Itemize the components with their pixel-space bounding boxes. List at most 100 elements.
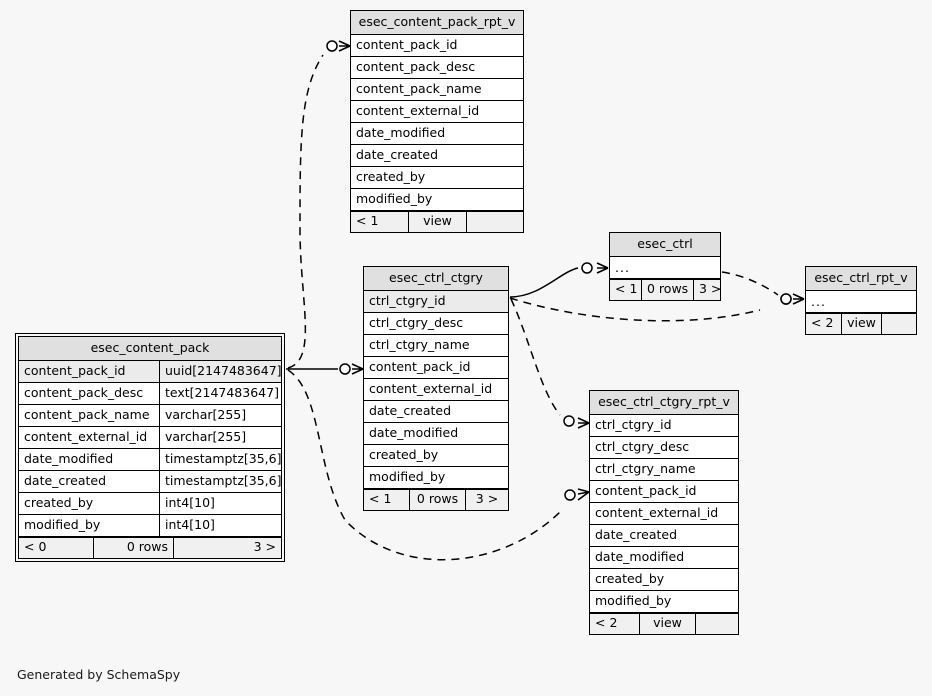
table-title: esec_ctrl_rpt_v	[806, 267, 916, 291]
column-type: text[2147483647]	[159, 382, 284, 404]
edge-content-pack-to-content-pack-rpt-v	[287, 40, 351, 369]
column-type: uuid[2147483647]	[159, 360, 287, 382]
table-esec-ctrl-ctgry[interactable]: esec_ctrl_ctgry ctrl_ctgry_id ctrl_ctgry…	[363, 266, 509, 511]
table-row: content_external_id	[590, 503, 738, 525]
edge-content-pack-to-ctrl-ctgry	[286, 363, 364, 375]
table-row: modified_by int4[10]	[19, 514, 281, 537]
table-row: created_by	[351, 167, 523, 189]
table-row: content_pack_name	[351, 79, 523, 101]
table-esec-ctrl-rpt-v[interactable]: esec_ctrl_rpt_v ... < 2 view	[805, 266, 917, 335]
table-esec-ctrl-ctgry-rpt-v[interactable]: esec_ctrl_ctgry_rpt_v ctrl_ctgry_id ctrl…	[589, 390, 739, 635]
table-row-primary-key: ctrl_ctgry_id	[364, 290, 508, 313]
table-footer: < 2 view	[590, 612, 738, 634]
table-row: content_pack_id	[351, 35, 523, 57]
column-name: date_modified	[595, 548, 685, 564]
column-name: ctrl_ctgry_name	[369, 336, 470, 352]
table-row: date_created	[351, 145, 523, 167]
column-name: date_created	[356, 146, 439, 162]
table-footer: < 1 view	[351, 210, 523, 232]
column-name: content_external_id	[595, 504, 719, 520]
footer-child-count[interactable]	[467, 212, 523, 232]
column-name: content_pack_desc	[24, 384, 144, 400]
column-type: int4[10]	[159, 492, 220, 514]
table-title: esec_ctrl	[610, 233, 720, 257]
column-name: content_pack_id	[24, 362, 126, 378]
footer-child-count[interactable]: 3 >	[699, 281, 722, 296]
table-row: modified_by	[351, 189, 523, 211]
column-name: modified_by	[369, 468, 446, 484]
footer-rows: view	[640, 613, 696, 634]
column-name: content_pack_name	[356, 80, 482, 96]
column-name: ctrl_ctgry_desc	[369, 314, 464, 330]
table-row: ...	[806, 291, 916, 313]
table-row: ctrl_ctgry_desc	[590, 437, 738, 459]
table-row: date_modified timestamptz[35,6]	[19, 448, 281, 471]
column-name: date_modified	[356, 124, 446, 140]
column-name: date_created	[369, 402, 452, 418]
table-row: date_modified	[351, 123, 523, 145]
table-row: content_pack_desc text[2147483647]	[19, 382, 284, 405]
footer-parent-count[interactable]: < 2	[806, 314, 842, 334]
column-name: created_by	[24, 494, 94, 510]
column-name: content_external_id	[356, 102, 480, 118]
table-row: ctrl_ctgry_id	[590, 415, 738, 437]
column-name: content_pack_name	[24, 406, 150, 422]
column-name: content_pack_id	[356, 36, 458, 52]
column-name: date_created	[595, 526, 678, 542]
table-row: modified_by	[590, 591, 738, 613]
footer-parent-count[interactable]: < 2	[590, 613, 640, 634]
table-esec-content-pack-rpt-v[interactable]: esec_content_pack_rpt_v content_pack_id …	[350, 10, 524, 233]
footer-parent-count[interactable]: < 1	[351, 211, 409, 232]
table-row: date_created timestamptz[35,6]	[19, 470, 281, 493]
table-row: modified_by	[364, 467, 508, 489]
table-row: content_pack_id	[590, 481, 738, 503]
column-type: varchar[255]	[159, 404, 251, 426]
column-name: created_by	[356, 168, 426, 184]
column-type: varchar[255]	[159, 426, 251, 448]
column-name: content_external_id	[369, 380, 493, 396]
column-ellipsis: ...	[615, 259, 630, 275]
column-type: timestamptz[35,6]	[159, 448, 286, 470]
table-footer: < 2 view	[806, 313, 916, 334]
table-row: content_pack_name varchar[255]	[19, 404, 281, 427]
generated-by-note: Generated by SchemaSpy	[17, 667, 181, 682]
column-name: modified_by	[595, 592, 672, 608]
edge-ctrl-ctgry-to-ctrl	[509, 262, 609, 298]
column-name: ctrl_ctgry_name	[595, 460, 696, 476]
column-name: date_created	[24, 472, 107, 488]
column-name: ctrl_ctgry_desc	[595, 438, 690, 454]
footer-child-count[interactable]	[882, 314, 916, 334]
column-name: created_by	[369, 446, 439, 462]
column-name: date_modified	[369, 424, 459, 440]
column-name: content_external_id	[24, 428, 148, 444]
column-name: content_pack_desc	[356, 58, 476, 74]
table-title: esec_ctrl_ctgry	[364, 267, 508, 291]
column-name: modified_by	[356, 190, 433, 206]
table-row: ctrl_ctgry_name	[590, 459, 738, 481]
footer-parent-count[interactable]: < 1	[364, 489, 410, 510]
table-title: esec_ctrl_ctgry_rpt_v	[590, 391, 738, 415]
edge-ctrl-to-ctrl-rpt-v	[721, 271, 792, 305]
footer-child-count[interactable]: 3 >	[475, 490, 499, 506]
table-row: date_modified	[590, 547, 738, 569]
footer-rows: 0 rows	[410, 489, 466, 510]
column-ellipsis: ...	[811, 293, 826, 309]
table-row: date_modified	[364, 423, 508, 445]
table-row: created_by int4[10]	[19, 492, 281, 515]
table-row: content_pack_id	[364, 357, 508, 379]
footer-rows: view	[409, 211, 467, 232]
footer-child-count[interactable]	[696, 614, 738, 634]
table-row: created_by	[364, 445, 508, 467]
edge-ctrl-ctgry-to-ctrl-ctgry-rpt-v	[510, 298, 590, 429]
table-title: esec_content_pack	[19, 337, 281, 361]
table-esec-ctrl[interactable]: esec_ctrl ... < 1 0 rows 3 >	[609, 232, 721, 301]
column-name: date_modified	[24, 450, 114, 466]
column-name: content_pack_id	[595, 482, 697, 498]
column-name: created_by	[595, 570, 665, 586]
footer-child-count[interactable]: 3 >	[253, 538, 276, 554]
table-esec-content-pack[interactable]: esec_content_pack content_pack_id uuid[2…	[15, 333, 285, 562]
footer-parent-count[interactable]: < 0	[19, 537, 94, 558]
table-footer: < 0 0 rows 3 >	[19, 536, 281, 558]
table-row-primary-key: content_pack_id uuid[2147483647]	[19, 360, 282, 383]
footer-parent-count[interactable]: < 1	[610, 280, 642, 300]
